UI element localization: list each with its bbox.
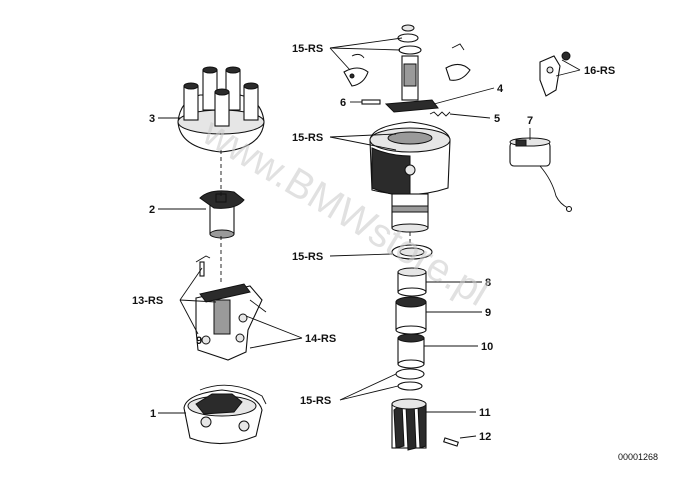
callout-5: 5 [494,113,500,125]
callout-16-rs: 16-RS [584,65,615,77]
housing [369,121,451,233]
distributor-housing [183,384,267,445]
spring-clip [351,53,365,59]
callout-9: 9 [485,307,491,319]
callout-15-rs-top: 15-RS [292,43,323,55]
callout-13-rs: 13-RS [132,295,163,307]
gear-pin [443,437,459,447]
leader-lines [158,37,581,439]
washer-lower-1 [395,368,425,380]
callout-1: 1 [150,408,156,420]
advance-weight-left [343,67,369,87]
callout-2: 2 [149,204,155,216]
callout-10: 10 [481,341,493,353]
pin [361,99,381,105]
rotor [199,190,245,239]
callout-3: 3 [149,113,155,125]
bushing-10 [397,333,425,369]
callout-12: 12 [479,431,491,443]
document-id: 00001268 [618,452,658,462]
callout-9-small: 9 [196,335,202,347]
advance-weight-right [445,43,471,81]
drive-gear [391,398,427,451]
callout-6: 6 [340,97,346,109]
callout-8: 8 [485,277,491,289]
advance-mechanism [195,255,267,361]
callout-7: 7 [527,115,533,127]
callout-15-rs-lower: 15-RS [300,395,331,407]
washer-lower-2 [397,381,423,391]
callout-4: 4 [497,83,504,95]
bushing-8 [397,267,427,297]
bushing-9 [395,296,427,335]
distributor-cap [177,66,265,153]
condenser [509,137,573,213]
callout-15-rs-housing: 15-RS [292,132,323,144]
distributor-shaft [384,55,439,113]
callout-15-rs-mid: 15-RS [292,251,323,263]
spring [429,111,451,117]
bracket [539,51,571,97]
top-washers [397,24,422,55]
callout-11: 11 [479,407,491,419]
callout-14-rs: 14-RS [305,333,336,345]
